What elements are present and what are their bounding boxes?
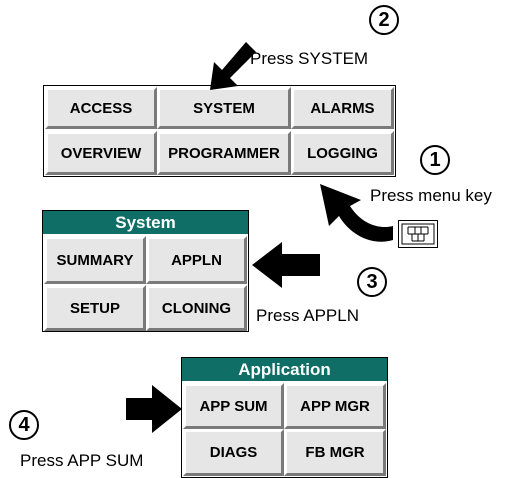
arrow-icon <box>320 184 393 242</box>
diags-button[interactable]: DIAGS <box>183 429 284 476</box>
step-1-badge: 1 <box>420 145 450 175</box>
system-menu-title-text: System <box>115 212 176 232</box>
overview-button[interactable]: OVERVIEW <box>45 131 157 175</box>
system-button-label: SYSTEM <box>193 99 255 117</box>
fb-mgr-button-label: FB MGR <box>305 444 365 461</box>
alarms-button[interactable]: ALARMS <box>291 87 394 129</box>
step-4-number: 4 <box>18 413 30 436</box>
fb-mgr-button[interactable]: FB MGR <box>284 429 386 476</box>
step-1-caption: Press menu key <box>370 186 492 205</box>
logging-button-label: LOGGING <box>307 144 378 162</box>
step-3-number: 3 <box>366 270 378 293</box>
app-mgr-button[interactable]: APP MGR <box>284 383 386 429</box>
app-sum-button-label: APP SUM <box>199 397 268 415</box>
cloning-button[interactable]: CLONING <box>146 285 247 331</box>
programmer-button-label: PROGRAMMER <box>168 144 280 162</box>
appln-button[interactable]: APPLN <box>146 236 247 284</box>
arrow-icon <box>126 385 182 433</box>
summary-button-label: SUMMARY <box>56 251 134 269</box>
step-2-number: 2 <box>378 8 390 31</box>
access-button-label: ACCESS <box>69 99 133 117</box>
system-menu-title: System <box>43 211 248 234</box>
step-1-number: 1 <box>429 148 441 171</box>
application-menu-title-text: Application <box>238 359 331 379</box>
appln-button-label: APPLN <box>171 251 222 269</box>
step-2-caption: Press SYSTEM <box>250 49 369 68</box>
step-2-badge: 2 <box>369 5 399 35</box>
menu-key-icon[interactable] <box>398 220 438 248</box>
arrow-icon <box>210 42 256 90</box>
overview-button-label: OVERVIEW <box>60 144 142 162</box>
app-sum-button[interactable]: APP SUM <box>183 383 284 429</box>
step-4-caption: Press APP SUM <box>20 451 144 470</box>
application-menu-title: Application <box>182 358 387 381</box>
app-mgr-button-label: APP MGR <box>300 397 370 415</box>
logging-button[interactable]: LOGGING <box>291 131 394 175</box>
step-3-badge: 3 <box>357 267 387 297</box>
setup-button-label: SETUP <box>69 299 120 317</box>
setup-button[interactable]: SETUP <box>44 285 146 331</box>
step-3-caption: Press APPLN <box>256 306 359 325</box>
access-button[interactable]: ACCESS <box>45 87 157 129</box>
programmer-button[interactable]: PROGRAMMER <box>157 131 291 175</box>
cloning-button-label: CLONING <box>161 299 232 317</box>
summary-button[interactable]: SUMMARY <box>44 236 146 284</box>
arrow-icon <box>252 242 320 288</box>
alarms-button-label: ALARMS <box>310 99 375 117</box>
diags-button-label: DIAGS <box>209 444 258 461</box>
step-4-badge: 4 <box>9 410 39 440</box>
